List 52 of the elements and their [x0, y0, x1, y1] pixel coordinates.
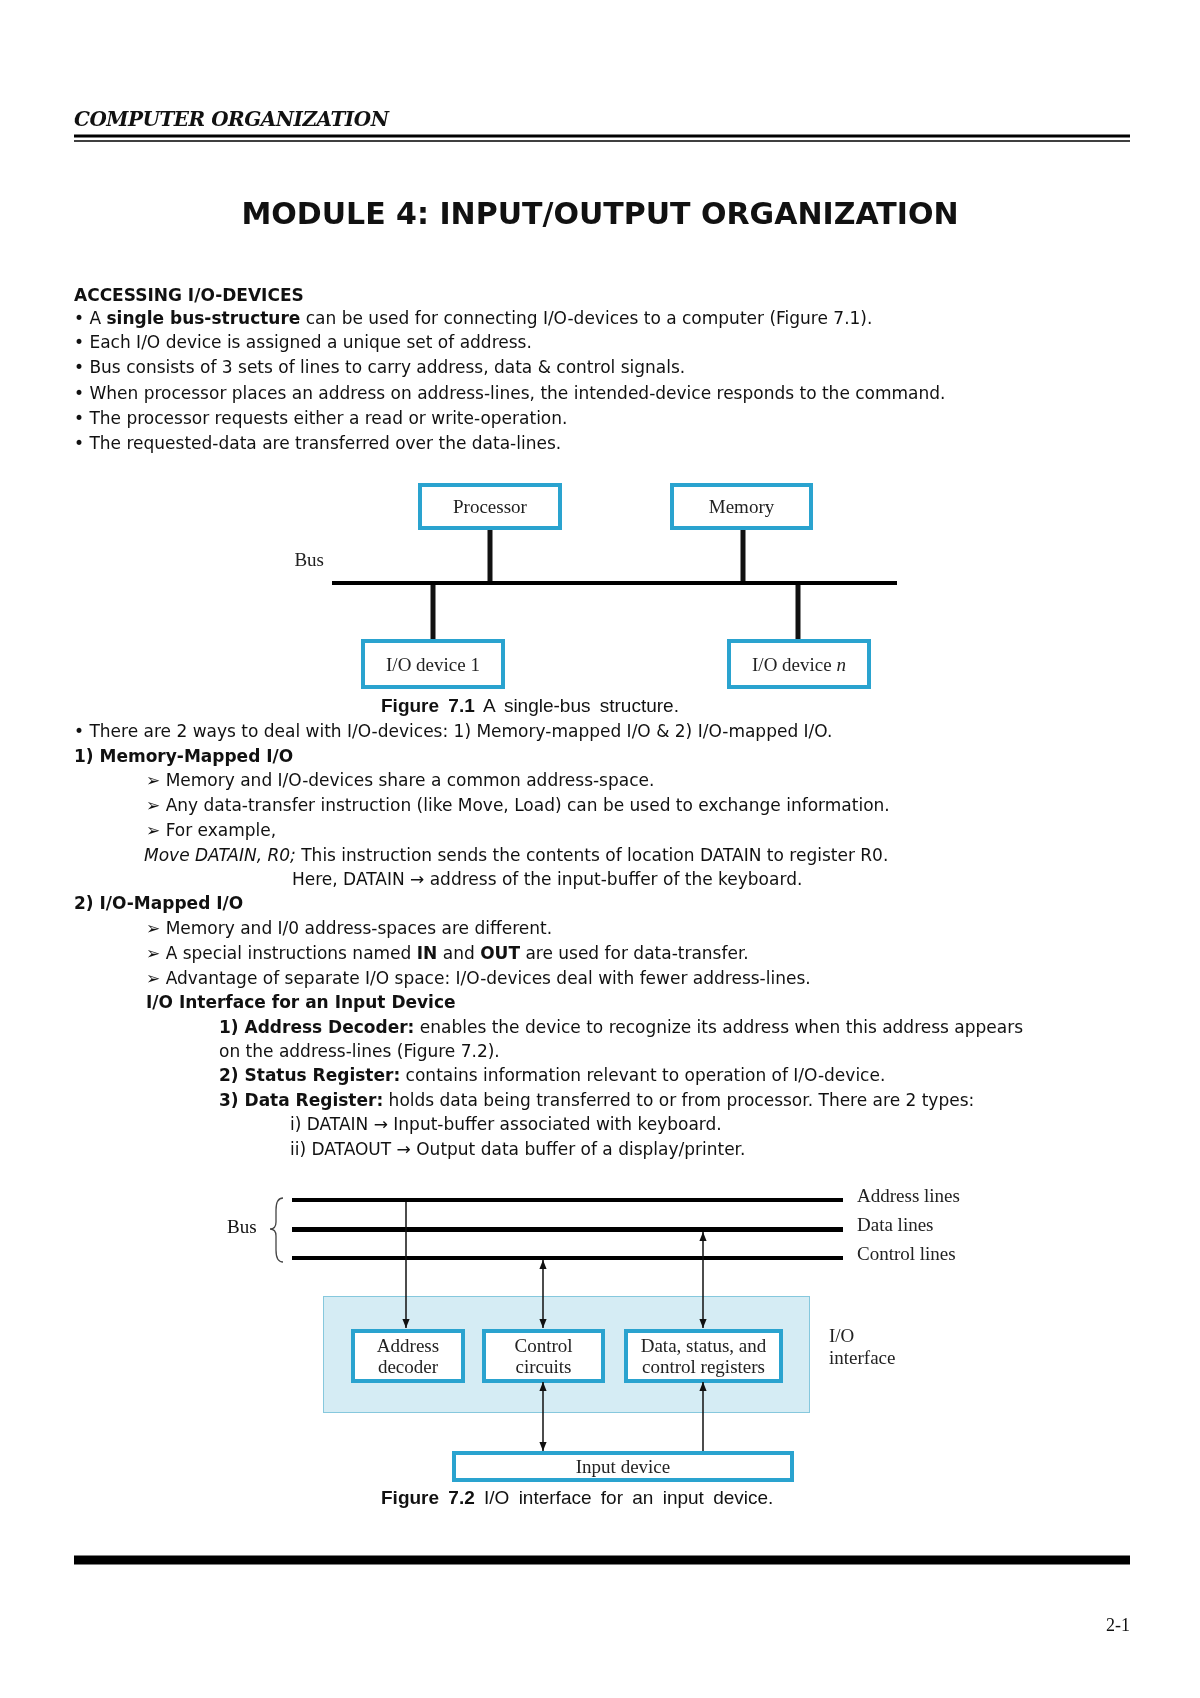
body-text: 2) Status Register: contains information relevant to operation of I/O-device. — [219, 1064, 886, 1087]
body-text: • When processor places an address on address-lines, the intended-device responds to the command. — [74, 382, 946, 405]
unit-box: Processor — [418, 483, 562, 530]
unit-box: Memory — [670, 483, 813, 530]
figure-caption: Figure 7.2 I/O interface for an input device. — [381, 1486, 774, 1510]
body-text: • The processor requests either a read or write-operation. — [74, 407, 568, 430]
device-box: Input device — [452, 1451, 794, 1482]
body-text: 1) Address Decoder: enables the device to recognize its address when this address appears on the address-lines (Figure 7.2). — [219, 1016, 1025, 1063]
unit-box: I/O device 1 — [361, 639, 505, 689]
component-box: Address decoder — [351, 1329, 465, 1383]
running-header: COMPUTER ORGANIZATION — [74, 107, 389, 131]
bus-label: Address lines — [857, 1185, 960, 1207]
body-text: ➢ A special instructions named IN and OUT are used for data-transfer. — [146, 942, 749, 965]
body-text: i) DATAIN → Input-buffer associated with keyboard. — [290, 1113, 722, 1136]
component-box: Data, status, and control registers — [624, 1329, 783, 1383]
body-text: Move DATAIN, R0; This instruction sends the contents of location DATAIN to register R0. — [144, 844, 889, 867]
page-number: 2-1 — [1105, 1614, 1130, 1637]
body-text: Here, DATAIN → address of the input-buffer of the keyboard. — [292, 868, 803, 891]
component-box: Control circuits — [482, 1329, 605, 1383]
arrow — [402, 1201, 410, 1329]
arrow — [539, 1259, 547, 1329]
body-text: • A single bus-structure can be used for connecting I/O-devices to a computer (Figure 7.1). — [74, 307, 873, 330]
connector-line — [740, 530, 746, 581]
body-text: ➢ Memory and I/0 address-spaces are different. — [146, 917, 553, 940]
bus-label: Data lines — [857, 1214, 934, 1236]
bus-label: Control lines — [857, 1243, 956, 1265]
body-text: ➢ Advantage of separate I/O space: I/O-devices deal with fewer address-lines. — [146, 967, 811, 990]
page-title: MODULE 4: INPUT/OUTPUT ORGANIZATION — [240, 196, 960, 231]
section-heading: 1) Memory-Mapped I/O — [74, 745, 294, 768]
bus-label: Bus — [227, 1215, 257, 1239]
unit-box: I/O device n — [727, 639, 871, 689]
connector-line — [430, 585, 436, 639]
body-text: • The requested-data are transferred over the data-lines. — [74, 432, 562, 455]
panel-label: I/O interface — [829, 1325, 897, 1369]
connector-line — [795, 585, 801, 639]
body-text: 3) Data Register: holds data being transferred to or from processor. There are 2 types: — [219, 1089, 975, 1112]
figure-caption: Figure 7.1 A single-bus structure. — [381, 694, 679, 718]
section-heading: I/O Interface for an Input Device — [146, 991, 456, 1014]
body-text: ➢ Memory and I/O-devices share a common address-space. — [146, 769, 655, 792]
arrow — [699, 1381, 707, 1452]
body-text: ➢ Any data-transfer instruction (like Move, Load) can be used to exchange information. — [146, 794, 890, 817]
arrow — [539, 1381, 547, 1452]
connector-line — [487, 530, 493, 581]
bus-label: Bus — [294, 549, 324, 571]
body-text: • Each I/O device is assigned a unique set of address. — [74, 331, 532, 354]
section-heading: ACCESSING I/O-DEVICES — [74, 284, 304, 307]
body-text: ➢ For example, — [146, 819, 277, 842]
body-text: • There are 2 ways to deal with I/O-devices: 1) Memory-mapped I/O & 2) I/O-mapped I/O. — [74, 720, 833, 743]
body-text: ii) DATAOUT → Output data buffer of a display/printer. — [290, 1138, 746, 1161]
body-text: • Bus consists of 3 sets of lines to carry address, data & control signals. — [74, 356, 686, 379]
section-heading: 2) I/O-Mapped I/O — [74, 892, 244, 915]
arrow — [699, 1231, 707, 1329]
